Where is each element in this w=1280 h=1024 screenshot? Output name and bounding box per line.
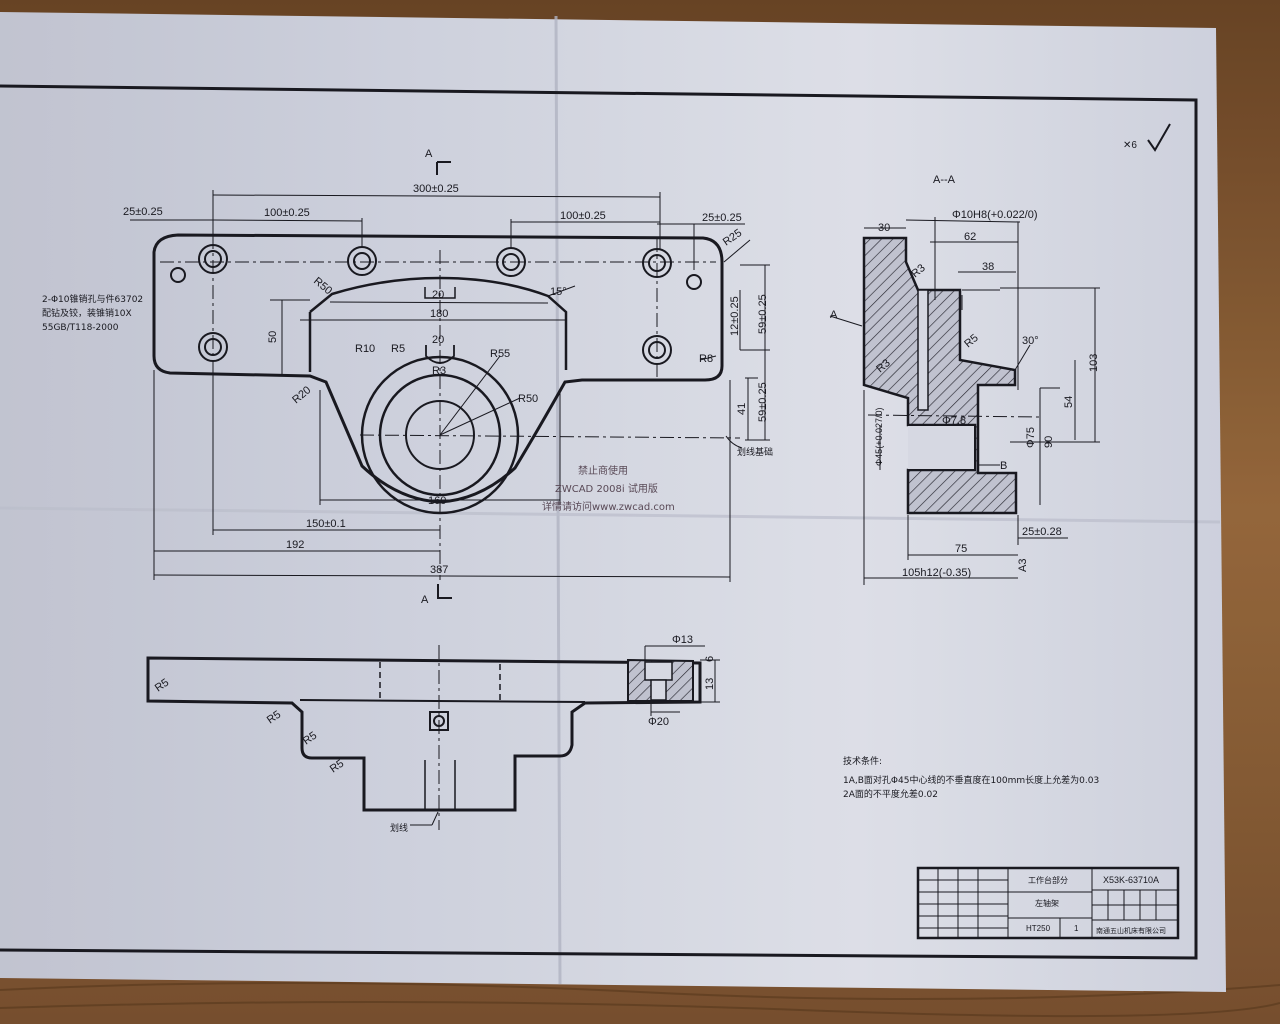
title-block (916, 866, 1180, 940)
sec-label-b: B (1000, 460, 1007, 472)
roughness-symbol: ✕6 (1123, 123, 1171, 152)
watermark-line-2: ZWCAD 2008i 试用版 (555, 482, 658, 495)
top-view (146, 645, 720, 830)
section-letter-top: A (425, 148, 433, 160)
sec-dim-90: 90 (1043, 436, 1055, 448)
sec-dim-phi7-8: Φ7.8 (942, 415, 966, 427)
sec-dim-angle-30: 30° (1022, 335, 1039, 347)
section-mark-bottom: A (421, 584, 452, 606)
material: HT250 (1026, 924, 1051, 933)
dim-59-top: 59±0.25 (757, 294, 769, 334)
part-name: 左轴架 (1035, 898, 1059, 908)
sec-dim-105: 105h12(-0.35) (902, 567, 971, 579)
front-view-outline (152, 233, 724, 504)
pin-note-line-3: 55GB/T118-2000 (42, 323, 119, 333)
technical-requirements: 技术条件: 1A,B面对孔Φ45中心线的不垂直度在100mm长度上允差为0.03… (843, 755, 1099, 800)
cad-watermark: 禁止商使用 ZWCAD 2008i 试用版 详情请访问www.zwcad.com (542, 464, 675, 513)
sec-dim-103: 103 (1088, 354, 1100, 372)
dim-r50: R50 (518, 393, 538, 405)
pin-hole-note: 2-Φ10锥销孔与件63702 配钻及铰，装锥销10X 55GB/T118-20… (42, 293, 143, 333)
pin-note-line-1: 2-Φ10锥销孔与件63702 (42, 293, 143, 305)
sec-label-a: A (830, 309, 838, 321)
dim-160: 160 (428, 495, 446, 507)
dim-25-right: 25±0.25 (702, 212, 742, 224)
dim-25-left: 25±0.25 (123, 206, 163, 218)
roughness-mark-text: ✕6 (1123, 140, 1137, 151)
top-view-outline (146, 656, 702, 812)
dim-41: 41 (736, 403, 748, 415)
sec-dim-54: 54 (1063, 396, 1075, 408)
dim-20-top: 20 (432, 289, 444, 301)
dim-59-bottom: 59±0.25 (757, 382, 769, 422)
quantity: 1 (1074, 924, 1079, 933)
dim-angle-15: 15° (550, 286, 567, 298)
sec-dim-75: 75 (955, 543, 967, 555)
dim-r10: R10 (355, 343, 375, 355)
tech-req-line-2: 2A面的不平度允差0.02 (843, 788, 938, 800)
dim-20-mid: 20 (432, 334, 444, 346)
dim-150: 150±0.1 (306, 518, 346, 530)
sec-dim-25-28: 25±0.28 (1022, 526, 1062, 538)
dim-r55: R55 (490, 348, 510, 360)
dim-180: 180 (430, 308, 448, 320)
sec-dim-30: 30 (878, 222, 890, 234)
section-title: A--A (933, 174, 956, 186)
paper-sheet (0, 12, 1226, 992)
pin-note-line-2: 配钻及铰，装锥销10X (42, 307, 132, 319)
top-dim-6: 6 (704, 656, 716, 662)
watermark-line-3: 详情请访问www.zwcad.com (542, 500, 675, 513)
scribe-label: 划线 (390, 822, 408, 834)
front-view (130, 190, 770, 582)
section-mark-top: A (425, 148, 451, 175)
drawing-frame (0, 84, 1198, 960)
tech-req-title: 技术条件: (843, 755, 882, 767)
sec-dim-38: 38 (982, 261, 994, 273)
title-block-text: 工作台部分 左轴架 X53K-63710A HT250 1 南通五山机床有限公司 (1026, 875, 1166, 935)
scribe-base-label: 划线基础 (737, 446, 773, 458)
dim-r3: R3 (432, 365, 446, 377)
top-dim-phi13: Φ13 (672, 634, 693, 646)
dim-r5: R5 (391, 343, 405, 355)
dim-12: 12±0.25 (729, 296, 741, 336)
sec-dim-phi75: Φ75 (1025, 427, 1037, 448)
section-view (829, 217, 1100, 585)
sec-dim-phi45: Φ45(+0.027/0) (874, 408, 884, 466)
dim-r8: R8 (699, 353, 713, 365)
sec-dim-phi10: Φ10H8(+0.022/0) (952, 209, 1038, 221)
tech-req-line-1: 1A,B面对孔Φ45中心线的不垂直度在100mm长度上允差为0.03 (843, 774, 1099, 786)
sec-dim-62: 62 (964, 231, 976, 243)
dim-387: 387 (430, 564, 448, 576)
dim-100-left: 100±0.25 (264, 207, 310, 219)
dim-192: 192 (286, 539, 304, 551)
sec-dim-a3: A3 (1017, 559, 1029, 572)
dim-50: 50 (267, 331, 279, 343)
assembly-name: 工作台部分 (1028, 875, 1068, 885)
wood-grain (0, 981, 1280, 1018)
top-dim-13: 13 (704, 678, 716, 690)
drawing-number: X53K-63710A (1103, 875, 1159, 885)
watermark-line-1: 禁止商使用 (578, 464, 628, 477)
section-letter-bottom: A (421, 594, 429, 606)
top-dim-phi20: Φ20 (648, 716, 669, 728)
dim-300: 300±0.25 (413, 183, 459, 195)
company-name: 南通五山机床有限公司 (1096, 926, 1166, 935)
paper-fold-horizontal (0, 506, 1221, 524)
dim-100-right: 100±0.25 (560, 210, 606, 222)
